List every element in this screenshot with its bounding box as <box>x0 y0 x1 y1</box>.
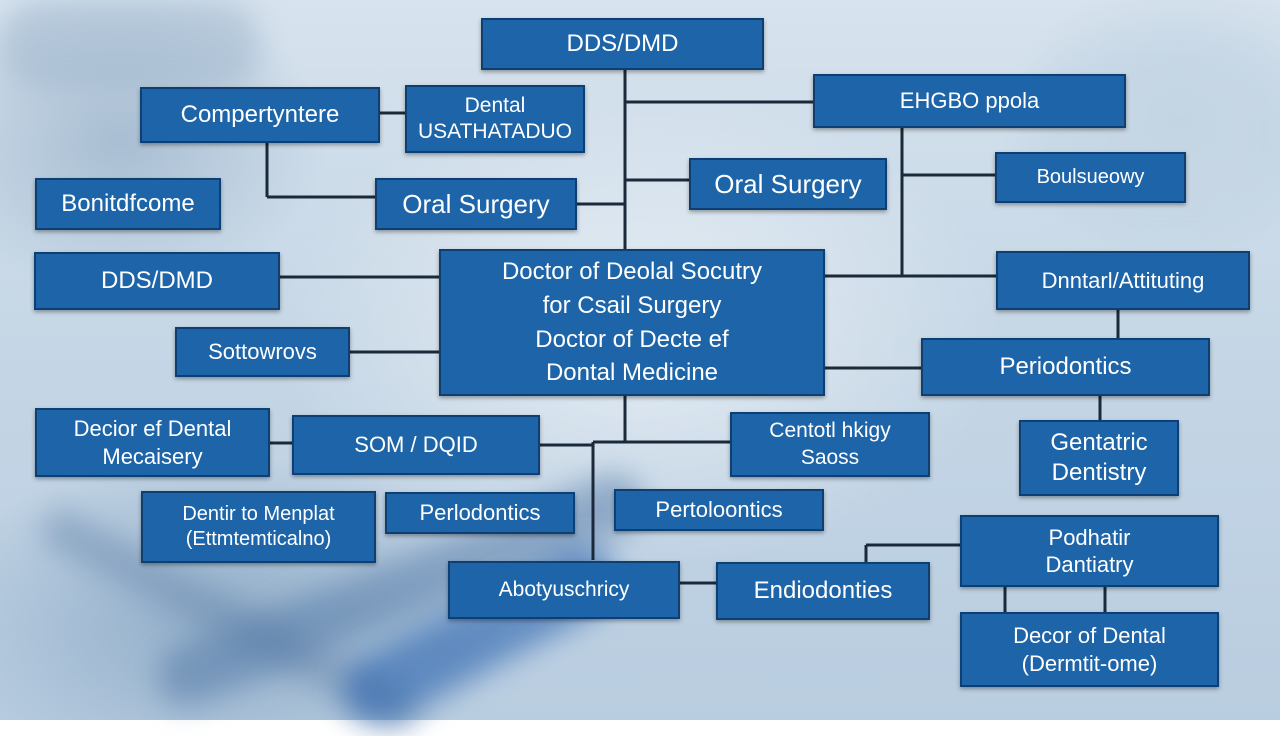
node-dds-dmd-top: DDS/DMD <box>481 18 764 70</box>
node-bonitdfcome: Bonitdfcome <box>35 178 221 230</box>
node-compertyntere: Compertyntere <box>140 87 380 143</box>
node-decor-dental-bottom: Decor of Dental (Dermtit-ome) <box>960 612 1219 687</box>
node-ehgbo-ppola: EHGBO ppola <box>813 74 1126 128</box>
node-central-doctor-of-dental: Doctor of Deolal Socutry for Csail Surge… <box>439 249 825 396</box>
node-periodontics-right: Periodontics <box>921 338 1210 396</box>
node-decior-mecaisery: Decior ef Dental Mecaisery <box>35 408 270 477</box>
node-dentir-menplat: Dentir to Menplat (Ettmtemticalno) <box>141 491 376 563</box>
node-som-dqid: SOM / DQID <box>292 415 540 475</box>
node-boulsueowy: Boulsueowy <box>995 152 1186 203</box>
background-cabinet <box>0 0 260 90</box>
node-dds-dmd-left: DDS/DMD <box>34 252 280 310</box>
node-dental-usathataduo: Dental USATHATADUO <box>405 85 585 153</box>
node-oral-surgery-left: Oral Surgery <box>375 178 577 230</box>
node-sottowrovs: Sottowrovs <box>175 327 350 377</box>
node-endiodonties: Endiodonties <box>716 562 930 620</box>
node-gentatric-dentistry: Gentatric Dentistry <box>1019 420 1179 496</box>
node-centotl-hkigy: Centotl hkigy Saoss <box>730 412 930 477</box>
connector-lines <box>265 68 1120 612</box>
node-pertoloontics: Pertoloontics <box>614 489 824 531</box>
node-oral-surgery-right: Oral Surgery <box>689 158 887 210</box>
node-dnntarl-attituting: Dnntarl/Attituting <box>996 251 1250 310</box>
node-podhatir-dantiatry: Podhatir Dantiatry <box>960 515 1219 587</box>
node-abotyuschricy: Abotyuschricy <box>448 561 680 619</box>
node-perlodontics-mid: Perlodontics <box>385 492 575 534</box>
